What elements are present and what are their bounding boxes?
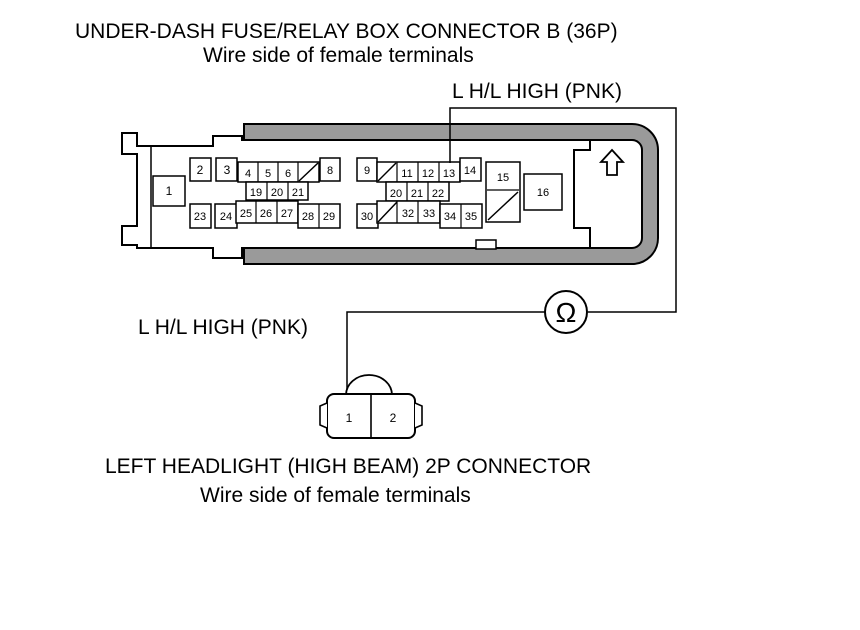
pin-label: 33 [423, 208, 435, 220]
pin-label: 15 [497, 172, 509, 184]
top-connector-subtitle: Wire side of female terminals [203, 44, 474, 67]
bottom-connector-title: LEFT HEADLIGHT (HIGH BEAM) 2P CONNECTOR [105, 455, 591, 478]
pin-label: 2 [197, 163, 204, 177]
headlight-2p-connector: 1 2 [319, 374, 423, 439]
top-connector-title: UNDER-DASH FUSE/RELAY BOX CONNECTOR B (3… [75, 20, 618, 43]
ohm-symbol: Ω [556, 297, 577, 328]
pin-label: 29 [323, 211, 335, 223]
pin-label: 8 [327, 165, 333, 177]
pin-label: 26 [260, 208, 272, 220]
bottom-wire-label: L H/L HIGH (PNK) [138, 316, 308, 339]
pin-label: 23 [194, 211, 206, 223]
pin-label: 6 [285, 168, 291, 180]
pin-label: 1 [346, 411, 353, 425]
pin-label: 16 [537, 187, 549, 199]
pin-label: 30 [361, 211, 373, 223]
pin-label: 3 [224, 163, 231, 177]
pin-label: 13 [443, 168, 455, 180]
ohmmeter-icon: Ω [544, 290, 588, 334]
connector-shell [243, 123, 659, 265]
top-wire-label: L H/L HIGH (PNK) [452, 80, 622, 103]
pin-label: 35 [465, 211, 477, 223]
pin-label: 4 [245, 168, 251, 180]
test-lead-bottom [346, 311, 545, 395]
pin-label: 2 [390, 411, 397, 425]
fuse-relay-box-connector-b: 1 2 3 4 5 6 8 19 20 21 23 24 25 26 27 [121, 123, 659, 265]
lock-arrow-icon [598, 148, 626, 176]
pin-label: 24 [220, 211, 232, 223]
bottom-connector-subtitle: Wire side of female terminals [200, 484, 471, 507]
pin-label: 1 [166, 184, 173, 198]
pin-label: 14 [464, 165, 476, 177]
test-lead-top [449, 107, 677, 313]
pin-label: 27 [281, 208, 293, 220]
pin-label: 19 [250, 187, 262, 199]
pin-label: 32 [402, 208, 414, 220]
pin-label: 12 [422, 168, 434, 180]
pin-label: 28 [302, 211, 314, 223]
pin-label: 11 [401, 168, 412, 180]
pin-label: 21 [292, 187, 304, 199]
pin-label: 25 [240, 208, 252, 220]
pin-label: 20 [271, 187, 283, 199]
pin-label: 9 [364, 165, 370, 177]
pin-label: 22 [432, 188, 444, 200]
pin-label: 34 [444, 211, 456, 223]
pin-label: 21 [411, 188, 423, 200]
pin-label: 20 [390, 188, 402, 200]
pin-label: 5 [265, 168, 271, 180]
